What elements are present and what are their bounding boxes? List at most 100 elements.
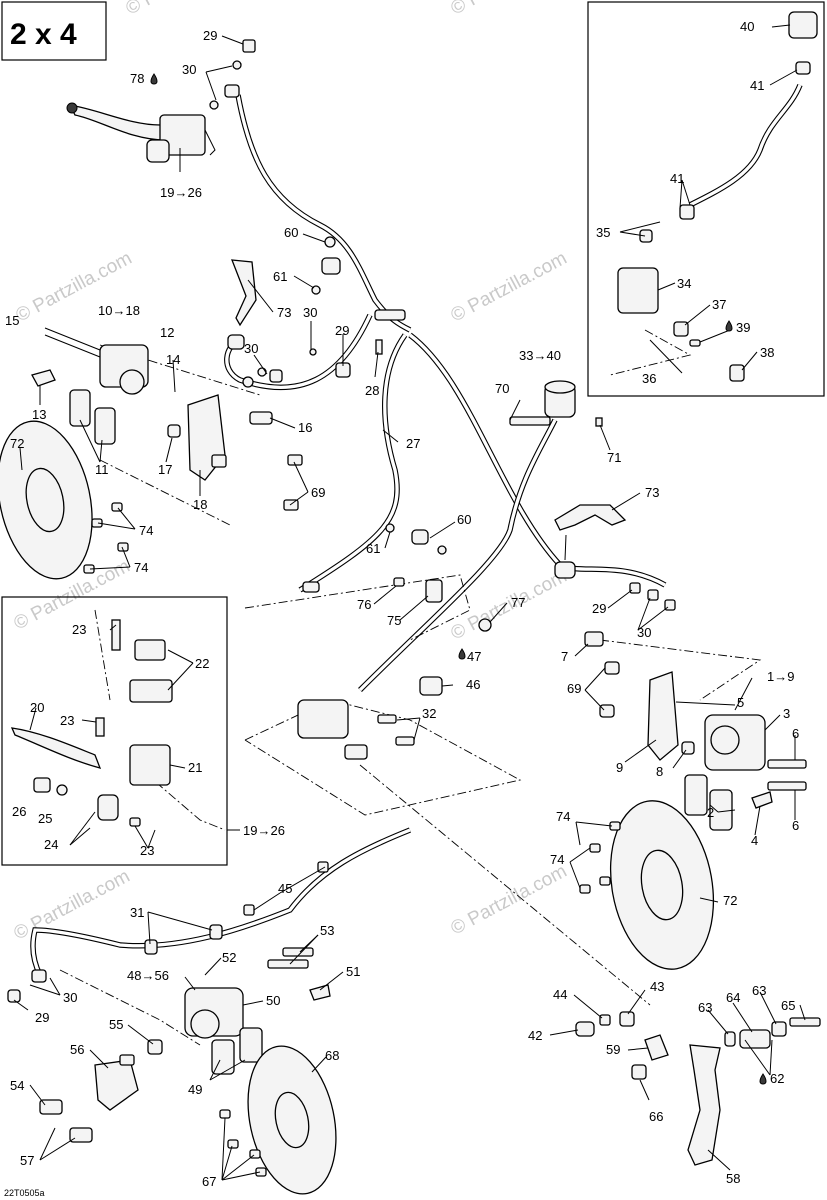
- part-label: 41: [750, 78, 764, 93]
- inset-frame-master-cylinder: [1, 596, 228, 866]
- part-label: 55: [109, 1017, 123, 1032]
- part-label: 33→40: [519, 348, 561, 363]
- part-label: 18: [193, 497, 207, 512]
- part-label: 41: [670, 171, 684, 186]
- part-label: 49: [188, 1082, 202, 1097]
- part-label: 61: [366, 541, 380, 556]
- part-label: 73: [645, 485, 659, 500]
- part-label: 43: [650, 979, 664, 994]
- part-label: 74: [556, 809, 570, 824]
- part-label: 24: [44, 837, 58, 852]
- part-label: 29: [335, 323, 349, 338]
- part-label: 20: [30, 700, 44, 715]
- part-label: 3: [783, 706, 790, 721]
- part-label: 72: [723, 893, 737, 908]
- part-label: 10→18: [98, 303, 140, 318]
- part-label: 37: [712, 297, 726, 312]
- fluid-drop-icon: [150, 73, 158, 85]
- watermark: © Partzilla.com: [447, 248, 570, 327]
- part-label: 74: [550, 852, 564, 867]
- part-label: 35: [596, 225, 610, 240]
- part-label: 63: [752, 983, 766, 998]
- part-label: 50: [266, 993, 280, 1008]
- part-label: 26: [12, 804, 26, 819]
- part-label: 23: [60, 713, 74, 728]
- part-label: 54: [10, 1078, 24, 1093]
- part-label: 74: [139, 523, 153, 538]
- part-label: 60: [284, 225, 298, 240]
- part-label: 17: [158, 462, 172, 477]
- part-label: 36: [642, 371, 656, 386]
- part-label: 71: [607, 450, 621, 465]
- part-label: 38: [760, 345, 774, 360]
- part-label: 44: [553, 987, 567, 1002]
- part-label: 66: [649, 1109, 663, 1124]
- part-label: 11: [95, 462, 109, 477]
- part-label: 53: [320, 923, 334, 938]
- part-label: 58: [726, 1171, 740, 1186]
- part-label: 1→9: [767, 669, 794, 684]
- part-label: 27: [406, 436, 420, 451]
- part-label: 6: [792, 818, 799, 833]
- part-label: 51: [346, 964, 360, 979]
- watermark: © Partzilla.com: [447, 0, 570, 19]
- part-label: 30: [182, 62, 196, 77]
- part-label: 14: [166, 352, 180, 367]
- part-label: 13: [32, 407, 46, 422]
- part-label: 45: [278, 881, 292, 896]
- part-label: 19→26: [160, 185, 202, 200]
- part-label: 22: [195, 656, 209, 671]
- part-label: 30: [303, 305, 317, 320]
- part-label: 30: [637, 625, 651, 640]
- watermark: © Partzilla.com: [122, 0, 245, 19]
- part-label: 52: [222, 950, 236, 965]
- part-label: 60: [457, 512, 471, 527]
- part-label: 61: [273, 269, 287, 284]
- part-label: 69: [311, 485, 325, 500]
- part-label: 29: [592, 601, 606, 616]
- part-label: 31: [130, 905, 144, 920]
- part-label: 8: [656, 764, 663, 779]
- part-label: 72: [10, 436, 24, 451]
- fluid-drop-icon: [759, 1073, 767, 1085]
- part-label: 2: [707, 805, 714, 820]
- part-label: 21: [188, 760, 202, 775]
- part-label: 48→56: [127, 968, 169, 983]
- fluid-drop-icon: [458, 648, 466, 660]
- part-label: 74: [134, 560, 148, 575]
- part-label: 29: [203, 28, 217, 43]
- part-label: 57: [20, 1153, 34, 1168]
- diagram-title: 2 x 4: [10, 18, 77, 51]
- part-label: 34: [677, 276, 691, 291]
- part-label: 12: [160, 325, 174, 340]
- part-label: 70: [495, 381, 509, 396]
- part-label: 40: [740, 19, 754, 34]
- part-label: 7: [561, 649, 568, 664]
- part-label: 25: [38, 811, 52, 826]
- brake-lever: [68, 104, 166, 141]
- part-label: 15: [5, 313, 19, 328]
- part-label: 75: [387, 613, 401, 628]
- part-label: 39: [736, 320, 750, 335]
- part-label: 65: [781, 998, 795, 1013]
- part-label: 56: [70, 1042, 84, 1057]
- part-label: 30: [244, 341, 258, 356]
- part-label: 9: [616, 760, 623, 775]
- fluid-drop-icon: [725, 320, 733, 332]
- rear-master-cylinder: [297, 699, 349, 739]
- leader-lines: [13, 24, 806, 1181]
- fluid-drop-icons: [150, 73, 767, 1085]
- part-number-labels: 40 41 41 35 34 37 39 38 36 23 22 20 23 2…: [4, 19, 799, 1198]
- part-label: 32: [422, 706, 436, 721]
- watermark: © Partzilla.com: [447, 861, 570, 940]
- part-label: 76: [357, 597, 371, 612]
- part-label: 30: [63, 990, 77, 1005]
- drawing-code: 22T0505a: [4, 1188, 45, 1198]
- part-label: 47: [467, 649, 481, 664]
- title-block: 2 x 4: [1, 1, 107, 61]
- part-label: 46: [466, 677, 480, 692]
- part-label: 42: [528, 1028, 542, 1043]
- part-label: 4: [751, 833, 758, 848]
- part-label: 62: [770, 1071, 784, 1086]
